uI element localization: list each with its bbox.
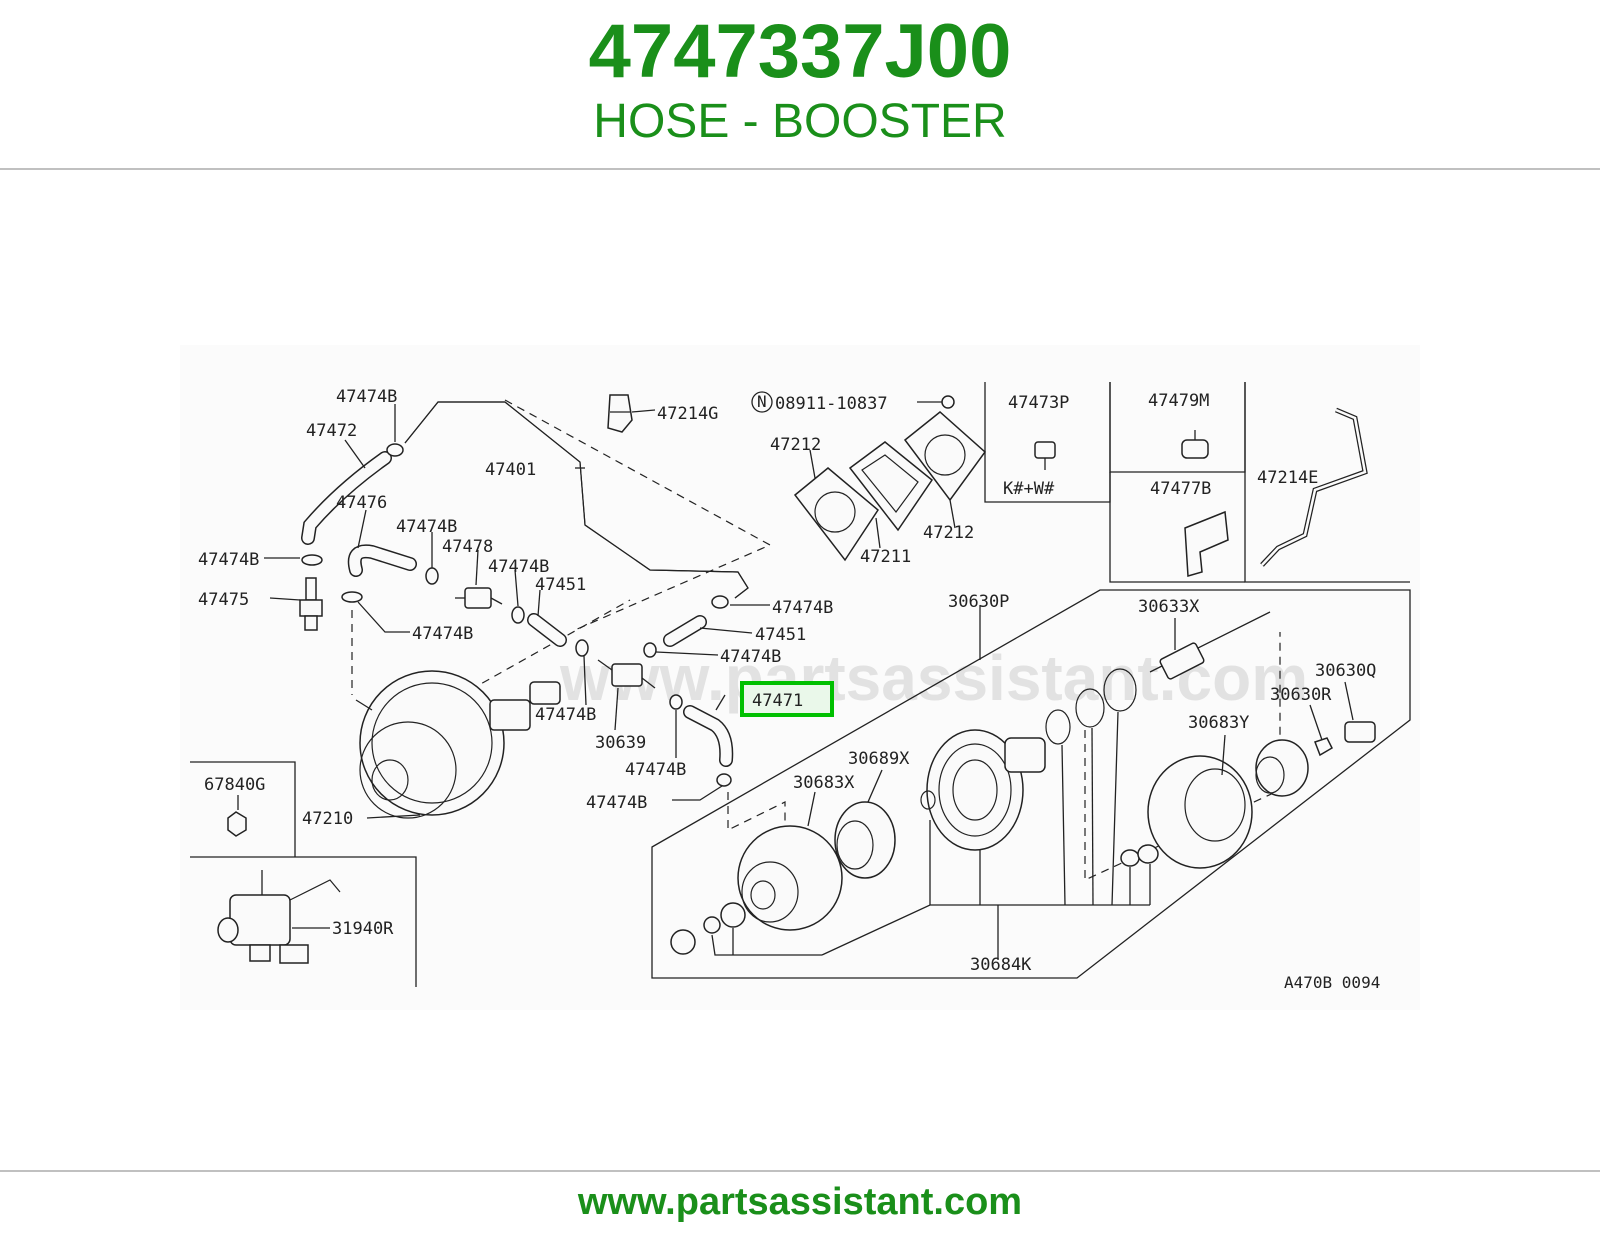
n-circle-icon [751, 391, 773, 413]
hose-47472-inner [302, 452, 391, 544]
label-47214E: 47214E [1257, 468, 1318, 488]
label-47474B: 47474B [535, 705, 596, 725]
check-valve-30639 [597, 659, 656, 689]
label-47476: 47476 [336, 493, 387, 513]
label-47474B: 47474B [336, 387, 397, 407]
clip-47479M [1181, 430, 1209, 459]
label-67840G: 67840G [204, 775, 265, 795]
label-30683Y: 30683Y [1188, 713, 1249, 733]
label-08911-10837: 08911-10837 [775, 394, 888, 414]
label-47474B: 47474B [720, 647, 781, 667]
bolt-08911-10837 [941, 395, 955, 409]
label-30639: 30639 [595, 733, 646, 753]
check-valve-47478 [455, 587, 503, 609]
label-47401: 47401 [485, 460, 536, 480]
reference-code: A470B 0094 [1284, 973, 1380, 992]
part-labels: 47474B 47472 47214G N 08911-10837 47473P… [198, 387, 1380, 992]
label-47451: 47451 [535, 575, 586, 595]
label-kw: K#+W# [1003, 479, 1055, 499]
hose-47451-a-inner [528, 614, 566, 646]
label-47475: 47475 [198, 590, 249, 610]
footer-url[interactable]: www.partsassistant.com [577, 1181, 1023, 1223]
label-47474B: 47474B [772, 598, 833, 618]
pipe-47214E-inner [1261, 408, 1367, 566]
bellows-30689X [834, 801, 896, 879]
vacuum-pipe-47401 [404, 401, 749, 599]
parts-diagram: www.partsassistant.com [190, 382, 1411, 992]
brake-booster-47210 [355, 670, 561, 819]
highlighted-part-label[interactable]: 47471 [752, 691, 803, 711]
header-divider [0, 168, 1600, 170]
label-47474B: 47474B [396, 517, 457, 537]
label-47478: 47478 [442, 537, 493, 557]
actuator-31940R [217, 870, 341, 964]
label-31940R: 31940R [332, 919, 394, 939]
frame-lines [190, 382, 1411, 987]
label-47212: 47212 [923, 523, 974, 543]
label-47210: 47210 [302, 809, 353, 829]
label-30684K: 30684K [970, 955, 1032, 975]
hose-clamps [301, 443, 732, 787]
label-30630P: 30630P [948, 592, 1009, 612]
seal-rings [920, 668, 1137, 810]
gasket-47212-front [793, 467, 879, 562]
highlight-box[interactable] [740, 681, 834, 717]
label-n: N [757, 392, 767, 411]
clip-47473P [1034, 441, 1056, 470]
hose-47451-b-inner [664, 616, 706, 646]
bracket-47214G [607, 394, 633, 433]
label-30689X: 30689X [848, 749, 910, 769]
label-47472: 47472 [306, 421, 357, 441]
nut-67840G [227, 811, 247, 837]
shell-30683Y [1147, 739, 1309, 869]
sensor-47475 [299, 577, 323, 631]
label-47474B: 47474B [488, 557, 549, 577]
label-47211: 47211 [860, 547, 911, 567]
diaphragm-plate [926, 729, 1046, 851]
label-47474B: 47474B [625, 760, 686, 780]
label-47474B: 47474B [198, 550, 259, 570]
small-parts-30630 [670, 721, 1376, 955]
label-30683X: 30683X [793, 773, 855, 793]
gasket-47212-rear [903, 411, 987, 502]
label-30630R: 30630R [1270, 685, 1332, 705]
hose-47471-inner [684, 706, 732, 766]
leader-lines [237, 401, 1354, 960]
label-47214G: 47214G [657, 404, 718, 424]
label-47477B: 47477B [1150, 479, 1211, 499]
bracket-47477B [1184, 510, 1229, 577]
label-47479M: 47479M [1148, 391, 1209, 411]
label-47474B: 47474B [586, 793, 647, 813]
label-47212: 47212 [770, 435, 821, 455]
label-30630Q: 30630Q [1315, 661, 1376, 681]
label-47451: 47451 [755, 625, 806, 645]
footer-divider [0, 1170, 1600, 1172]
plate-47211 [848, 441, 934, 532]
push-rod-30633X [1149, 611, 1271, 680]
hose-47476-inner [349, 545, 416, 576]
label-30633X: 30633X [1138, 597, 1200, 617]
shell-30683X [737, 825, 843, 931]
label-47474B: 47474B [412, 624, 473, 644]
part-name-subtitle: HOSE - BOOSTER [593, 95, 1007, 148]
part-number-title: 4747337J00 [588, 9, 1012, 94]
label-47473P: 47473P [1008, 393, 1069, 413]
